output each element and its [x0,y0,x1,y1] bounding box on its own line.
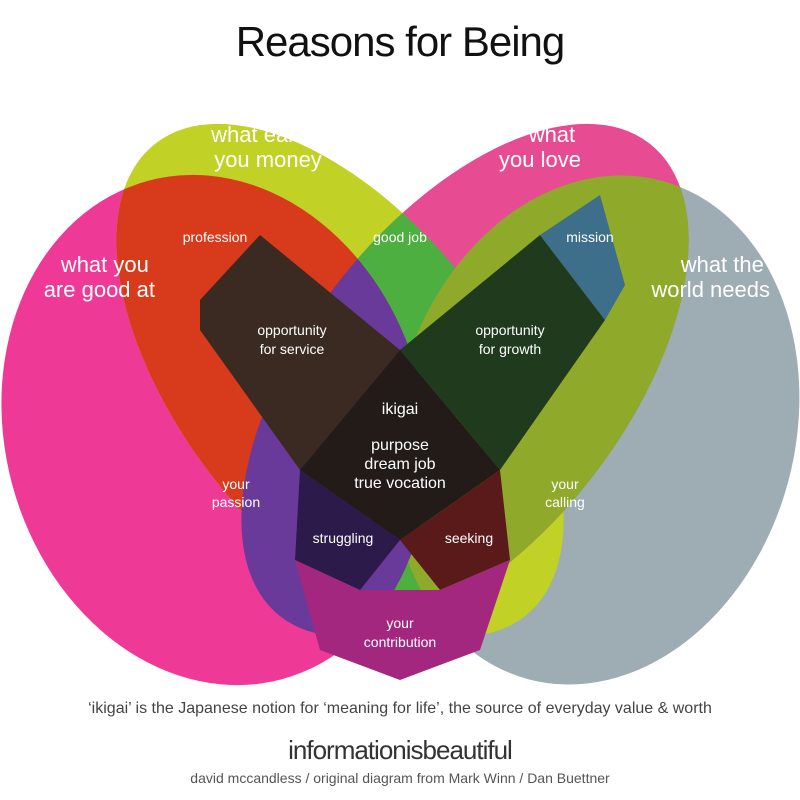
label-money: what earns you money [210,122,325,172]
label-contribution-2: contribution [364,634,436,650]
overlap-center-ikigai [300,350,500,540]
overlap-struggling [295,470,400,590]
label-mission: mission [566,229,613,245]
overlap-seeking [400,470,510,590]
label-passion-2: passion [212,494,260,510]
label-contribution-1: your [386,615,414,631]
overlap-opportunity-for-growth [400,235,605,470]
overlap-mission [540,195,625,320]
label-good-at-1: what you are good at [44,252,155,302]
label-calling-2: calling [545,494,585,510]
label-love: what you love [499,122,581,172]
label-calling-1: your [551,476,579,492]
diagram-title: Reasons for Being [235,18,566,65]
label-seeking: seeking [445,530,493,546]
label-opportunity-service-1: opportunity [257,322,326,338]
label-struggling: struggling [313,530,374,546]
label-opportunity-growth-1: opportunity [475,322,544,338]
label-opportunity-growth-2: for growth [479,341,541,357]
label-purpose: purpose [371,437,429,454]
overlap-contribution [295,560,510,680]
label-profession: profession [183,229,248,245]
label-true-vocation: true vocation [354,475,446,492]
brand-logo-text: informationisbeautiful [288,735,513,765]
label-ikigai: ikigai [382,401,418,418]
label-good-job: good job [373,229,427,245]
credit-line: david mccandless / original diagram from… [190,770,610,786]
label-opportunity-service-2: for service [260,341,325,357]
label-passion-1: your [222,476,250,492]
label-needs: what the world needs [650,252,770,302]
overlap-opportunity-for-service [200,235,400,470]
label-dream-job: dream job [364,456,435,473]
footnote: ‘ikigai’ is the Japanese notion for ‘mea… [88,700,712,717]
